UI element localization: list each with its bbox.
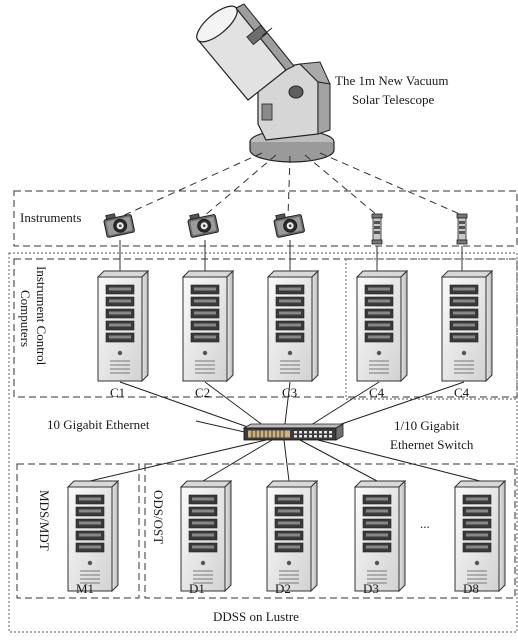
node-label-c4a: C4 [369, 385, 385, 400]
spectrograph-icon-1 [371, 213, 383, 245]
control-computer-c2 [182, 270, 234, 382]
switch-label-line2: Ethernet Switch [390, 437, 474, 452]
ethernet-switch-icon [242, 423, 345, 441]
camera-icon-1 [102, 209, 136, 239]
ods-label: ODS/OST [151, 490, 166, 544]
ddss-cluster-label: DDSS on Lustre [213, 609, 299, 624]
control-computer-c4a [356, 270, 408, 382]
node-label-c3: C3 [282, 385, 297, 400]
ethernet-label: 10 Gigabit Ethernet [47, 417, 150, 432]
control-computer-c4b [441, 270, 493, 382]
mds-server-m1 [67, 480, 119, 592]
ellipsis-label: ... [420, 516, 430, 531]
mds-group-box [16, 463, 140, 599]
telescope-instrument-links [119, 152, 463, 218]
telescope-label-line2: Solar Telescope [352, 92, 434, 107]
mds-label: MDS/MDT [37, 490, 52, 551]
control-computer-c3 [267, 270, 319, 382]
data-server-d2 [266, 480, 318, 592]
data-server-d3 [354, 480, 406, 592]
node-label-m1: M1 [76, 581, 94, 596]
telescope-label-line1: The 1m New Vacuum [335, 73, 448, 88]
telescope-icon [196, 3, 335, 163]
data-server-d8 [454, 480, 506, 592]
node-label-c4b: C4 [454, 385, 470, 400]
svg-text:Instrument Control: Instrument Control [34, 266, 49, 366]
spectrograph-icon-2 [456, 213, 468, 245]
node-label-d1: D1 [189, 581, 205, 596]
instruments-group-box [13, 190, 518, 247]
svg-text:Computers: Computers [18, 290, 33, 347]
control-computer-c1 [97, 270, 149, 382]
ods-group-box [144, 463, 516, 599]
camera-icon-3 [272, 209, 306, 239]
node-label-d3: D3 [363, 581, 379, 596]
switch-label-line1: 1/10 Gigabit [394, 418, 460, 433]
control-computers-label: Instrument Control Computers [18, 266, 49, 366]
node-label-c1: C1 [110, 385, 125, 400]
c4-subgroup-box [345, 258, 518, 400]
node-label-d2: D2 [275, 581, 291, 596]
node-label-d8: D8 [463, 581, 479, 596]
node-label-c2: C2 [195, 385, 210, 400]
camera-icon-2 [186, 209, 220, 239]
data-server-d1 [180, 480, 232, 592]
instruments-label: Instruments [20, 210, 81, 225]
ddss-cluster-box [8, 252, 518, 633]
